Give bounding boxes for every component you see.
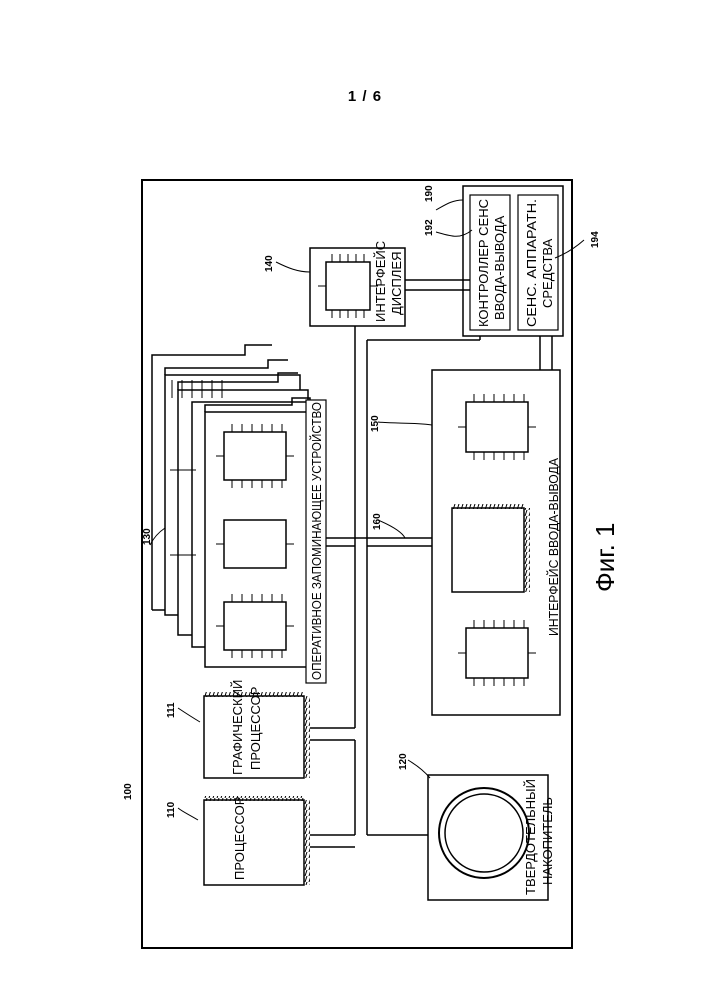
display-label-line2: ДИСПЛЕЯ <box>389 252 404 315</box>
ssd-label-line1: ТВЕРДОТЕЛЬНЫЙ <box>523 779 538 895</box>
ref-190: 190 <box>424 185 435 202</box>
touch-block-leader <box>436 200 463 210</box>
ssd-label-line2: НАКОПИТЕЛЬ <box>540 797 555 885</box>
ssd-block: ТВЕРДОТЕЛЬНЫЙ НАКОПИТЕЛЬ <box>428 775 555 900</box>
cpu-label: ПРОЦЕССОР <box>232 797 247 880</box>
touch-ctrl-label-line2: ВВОДА-ВЫВОДА <box>492 215 507 320</box>
ram-block: ОПЕРАТИВНОЕ ЗАПОМИНАЮЩЕЕ УСТРОЙСТВО <box>152 345 326 683</box>
touch-hw-label-line1: СЕНС. АППАРАТН. <box>524 199 539 327</box>
io-interface-block: ИНТЕРФЕЙС ВВОДА-ВЫВОДА <box>432 370 561 715</box>
ref-140: 140 <box>264 255 275 272</box>
ref-130: 130 <box>142 528 153 545</box>
gpu-label-line1: ГРАФИЧЕСКИЙ <box>230 680 245 775</box>
ref-111: 111 <box>166 702 177 718</box>
ref-194: 194 <box>590 231 601 248</box>
display-label-line1: ИНТЕРФЕЙС <box>373 241 388 322</box>
ssd-leader <box>408 760 430 778</box>
ref-110: 110 <box>166 801 177 818</box>
figure-caption: Фиг. 1 <box>590 522 620 592</box>
ref-160: 160 <box>372 513 383 530</box>
gpu-leader <box>178 708 200 722</box>
touch-block: КОНТРОЛЛЕР СЕНС ВВОДА-ВЫВОДА СЕНС. АППАР… <box>463 186 563 336</box>
touch-hw-label-line2: СРЕДСТВА <box>540 238 555 308</box>
gpu-block: ГРАФИЧЕСКИЙ ПРОЦЕССОР <box>204 680 310 778</box>
touch-ctrl-label-line1: КОНТРОЛЛЕР СЕНС <box>476 199 491 327</box>
ref-100: 100 <box>123 783 134 800</box>
ref-120: 120 <box>398 753 409 770</box>
cpu-leader <box>178 808 198 820</box>
ram-label: ОПЕРАТИВНОЕ ЗАПОМИНАЮЩЕЕ УСТРОЙСТВО <box>309 402 324 680</box>
io-label: ИНТЕРФЕЙС ВВОДА-ВЫВОДА <box>546 458 561 636</box>
gpu-label-line2: ПРОЦЕССОР <box>248 687 263 770</box>
io-leader <box>378 422 432 425</box>
ref-192: 192 <box>424 219 435 236</box>
display-interface-block: ИНТЕРФЕЙС ДИСПЛЕЯ <box>310 241 405 326</box>
cpu-block: ПРОЦЕССОР <box>204 796 310 885</box>
ref-150: 150 <box>370 415 381 432</box>
display-leader <box>276 262 310 272</box>
